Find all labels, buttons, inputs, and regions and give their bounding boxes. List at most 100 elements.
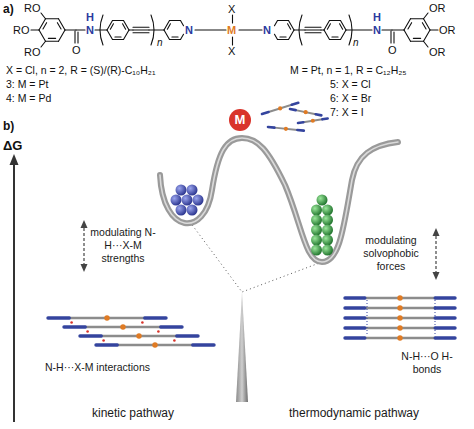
bond-line (181, 34, 184, 39)
modulation-arrows (81, 220, 440, 280)
substituent-label: OR (429, 2, 446, 14)
atom-label: H (86, 11, 94, 23)
bond-line (113, 20, 124, 21)
kinetic-aggregate (176, 205, 187, 216)
interaction-dot (86, 330, 89, 333)
bond-line (422, 23, 426, 29)
molecule-rod (435, 306, 455, 309)
bond-line (164, 30, 170, 40)
substituent-label: RO (24, 2, 41, 14)
molecule-rod (262, 112, 269, 114)
bond-line (43, 23, 47, 29)
bond-line (274, 20, 277, 25)
compound-note: 4: M = Pd (6, 92, 51, 104)
repeat-bracket (151, 15, 154, 45)
bond-line (76, 29, 85, 30)
atom-label: O (388, 44, 397, 56)
bond-line (133, 29, 149, 30)
panel-letter: b) (3, 119, 14, 133)
bond-line (382, 29, 392, 30)
compound-note: 7: X = I (330, 106, 364, 118)
molecule-rod (435, 296, 455, 299)
molecule-rod (64, 325, 85, 328)
bond-line (278, 39, 289, 40)
bond-line (195, 29, 226, 30)
bond-line (289, 20, 295, 30)
metal-label: M (227, 24, 236, 36)
bond-line (232, 15, 233, 23)
bond-line (164, 20, 170, 30)
metal-center (397, 325, 402, 330)
bond-line (77, 32, 78, 43)
kinetic-aggregate (176, 185, 187, 196)
annotation: modulating solvophobic forces (355, 234, 427, 273)
modulation-arrows (433, 272, 440, 280)
thermodynamic-aggregate (311, 225, 322, 236)
bond-line (289, 30, 295, 40)
kinetic-aggregate (171, 195, 182, 206)
compound-note: M = Pt, n = 1, R = C₁₂H₂₅ (290, 64, 407, 76)
molecule-rod (435, 316, 455, 319)
bond-line (232, 37, 233, 45)
molecule-rod (296, 110, 316, 114)
bond-line (115, 36, 121, 37)
axis-label: ΔG (3, 138, 22, 153)
kinetic-panel: modulating N-H···X-M strengthsN-H···X-M … (38, 178, 228, 402)
bond-line (129, 29, 133, 30)
molecule-rod (145, 316, 166, 319)
metal-ion: M (229, 109, 251, 131)
bond-line (392, 29, 404, 30)
thermodynamic-aggregate (311, 245, 322, 256)
metal-center (136, 333, 141, 338)
molecule-rod (274, 128, 297, 130)
bond-line (340, 24, 343, 29)
ion-circle (229, 109, 251, 131)
atom-label: X (228, 45, 235, 57)
thermodynamic-aggregate (322, 205, 333, 216)
bifurcation-spike (190, 222, 322, 402)
metal-center (120, 324, 125, 329)
molecule-rod (48, 316, 69, 319)
metal-symbol: M (229, 109, 251, 131)
bond-line (39, 19, 46, 30)
molecule-rod (322, 117, 327, 120)
interaction-dot (102, 339, 105, 342)
bond-line (280, 36, 286, 37)
molecule-rod (177, 334, 198, 337)
thermodynamic-aggregate (317, 195, 328, 206)
bond-line (149, 29, 164, 30)
repeat-index: n (157, 37, 163, 49)
bond-line (107, 20, 113, 30)
bond-line (341, 20, 347, 30)
pathway-label: thermodynamic pathway (248, 406, 460, 420)
thermodynamic-aggregate (322, 225, 333, 236)
interaction-label: N-H···X-M interactions (45, 361, 223, 374)
molecule-rod (193, 343, 214, 346)
metal-center (397, 335, 402, 340)
bond-line (95, 29, 107, 30)
bond-line (346, 29, 372, 30)
metal-center (397, 315, 402, 320)
molecule-rod (345, 326, 365, 329)
bond-line (170, 39, 181, 40)
repeat-bracket (349, 15, 352, 45)
bond-line (124, 30, 130, 40)
metal-center (397, 295, 402, 300)
atom-label: H (373, 11, 381, 23)
bond-line (124, 20, 130, 30)
molecule-rod (161, 325, 182, 328)
repeat-bracket (299, 15, 302, 45)
molecule-rod (290, 109, 296, 110)
panel-fill (38, 178, 228, 402)
thermodynamic-aggregate (311, 215, 322, 226)
molecule-rod (316, 114, 322, 115)
energy-axis (10, 154, 19, 422)
compound-note: 6: X = Br (330, 92, 371, 104)
molecule-rod (345, 306, 365, 309)
molecule-rod (345, 316, 365, 319)
energy-landscape (160, 138, 398, 262)
thermodynamic-panel: modulating solvophobic forcesN-H···O H-b… (248, 178, 460, 402)
bond-line (133, 32, 149, 33)
molecule-rod (298, 121, 303, 124)
molecule-rod (96, 343, 117, 346)
